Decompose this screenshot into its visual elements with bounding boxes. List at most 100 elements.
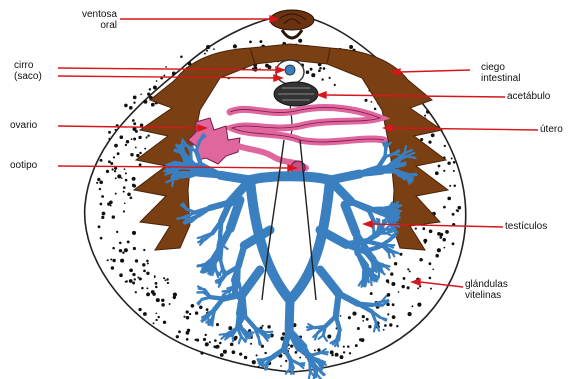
vitelline-dot <box>96 182 98 184</box>
vitelline-dot <box>298 39 302 43</box>
vitelline-dot <box>203 338 206 341</box>
vitelline-dot <box>124 248 128 252</box>
vitelline-dot <box>109 200 113 204</box>
vitelline-dot <box>206 308 209 311</box>
vitelline-dot <box>396 325 398 327</box>
testis-branch <box>176 164 185 165</box>
vitelline-dot <box>445 230 449 234</box>
vitelline-dot <box>430 288 432 290</box>
testis-branch <box>172 172 182 173</box>
vitelline-dot <box>161 299 164 302</box>
vitelline-dot <box>122 251 124 253</box>
testis-branch <box>309 372 310 379</box>
vitelline-dot <box>166 278 168 280</box>
vitelline-dot <box>453 170 455 172</box>
vitelline-dot <box>163 277 165 279</box>
vitelline-dot <box>340 315 342 317</box>
vitelline-dot <box>111 168 113 170</box>
vitelline-dot <box>136 154 139 157</box>
vitelline-dot <box>244 356 247 359</box>
vitelline-dot <box>129 106 133 110</box>
vitelline-dot <box>232 350 236 354</box>
vitelline-dot <box>435 171 439 175</box>
vitelline-dot <box>154 276 156 278</box>
testis-branch <box>220 334 228 335</box>
vitelline-dot <box>108 138 110 140</box>
testis-branch <box>363 268 364 279</box>
vitelline-dot <box>151 104 153 106</box>
testis-branch <box>239 294 242 314</box>
vitelline-dot <box>366 318 369 321</box>
vitelline-dot <box>115 177 117 179</box>
vitelline-dot <box>110 205 112 207</box>
vitelline-dot <box>143 312 147 316</box>
vitelline-dot <box>146 272 149 275</box>
vitelline-dot <box>101 195 104 198</box>
vitelline-dot <box>213 48 215 50</box>
vitelline-dot <box>429 277 432 280</box>
vitelline-dot <box>135 147 137 149</box>
vitelline-dot <box>112 247 115 250</box>
vitelline-dot <box>204 53 206 55</box>
vitelline-dot <box>194 339 196 341</box>
vitelline-dot <box>362 320 364 322</box>
vitelline-dot <box>97 178 100 181</box>
vitelline-dot <box>223 350 227 354</box>
vitelline-dot <box>138 308 141 311</box>
testis-branch <box>307 327 315 328</box>
testis-branch <box>264 357 273 359</box>
vitelline-dot <box>176 335 179 338</box>
vitelline-dot <box>135 130 138 133</box>
vitelline-dot <box>114 144 118 148</box>
vitelline-dot <box>250 343 252 345</box>
testis-branch <box>313 373 315 379</box>
vitelline-dot <box>452 213 455 216</box>
vitelline-dot <box>206 50 208 52</box>
vitelline-dot <box>119 249 122 252</box>
vitelline-dot <box>147 134 149 136</box>
vitelline-dot <box>209 341 211 343</box>
vitelline-dot <box>368 325 371 328</box>
vitelline-dot <box>133 101 135 103</box>
label-ciego-intestinal: ciego intestinal <box>481 62 520 84</box>
vitelline-dot <box>172 71 176 75</box>
vitelline-dot <box>362 315 365 318</box>
vitelline-dot <box>183 316 185 318</box>
vitelline-dot <box>127 240 130 243</box>
vitelline-dot <box>155 86 157 88</box>
vitelline-dot <box>327 335 331 339</box>
vitelline-dot <box>456 209 458 211</box>
vitelline-dot <box>398 291 400 293</box>
vitelline-dot <box>234 336 237 339</box>
vitelline-dot <box>205 342 209 346</box>
vitelline-dot <box>113 156 115 158</box>
vitelline-dot <box>394 262 397 265</box>
testis-branch <box>379 245 388 247</box>
vitelline-dot <box>317 348 320 351</box>
vitelline-dot <box>165 279 167 281</box>
vitelline-dot <box>453 185 456 188</box>
vitelline-dot <box>391 282 395 286</box>
vitelline-dot <box>163 321 166 324</box>
vitelline-dot <box>133 96 137 100</box>
vitelline-dot <box>106 170 109 173</box>
vitelline-dot <box>280 365 282 367</box>
vitelline-dot <box>115 129 117 131</box>
vitelline-dot <box>453 161 456 164</box>
vitelline-dot <box>252 360 256 364</box>
vitelline-dot <box>133 122 136 125</box>
vitelline-dot <box>178 330 181 333</box>
vitelline-dot <box>348 316 351 319</box>
vitelline-dot <box>452 242 455 245</box>
vitelline-dot <box>262 325 264 327</box>
vitelline-dot <box>132 273 135 276</box>
vitelline-dot <box>429 229 433 233</box>
vitelline-dot <box>158 299 160 301</box>
testis-branch <box>289 300 290 330</box>
vitelline-dot <box>189 313 191 315</box>
vitelline-dot <box>132 231 136 235</box>
label-cirro: cirro (saco) <box>14 60 42 82</box>
vitelline-dot <box>206 45 210 49</box>
vitelline-dot <box>370 292 373 295</box>
vitelline-dot <box>216 345 220 349</box>
